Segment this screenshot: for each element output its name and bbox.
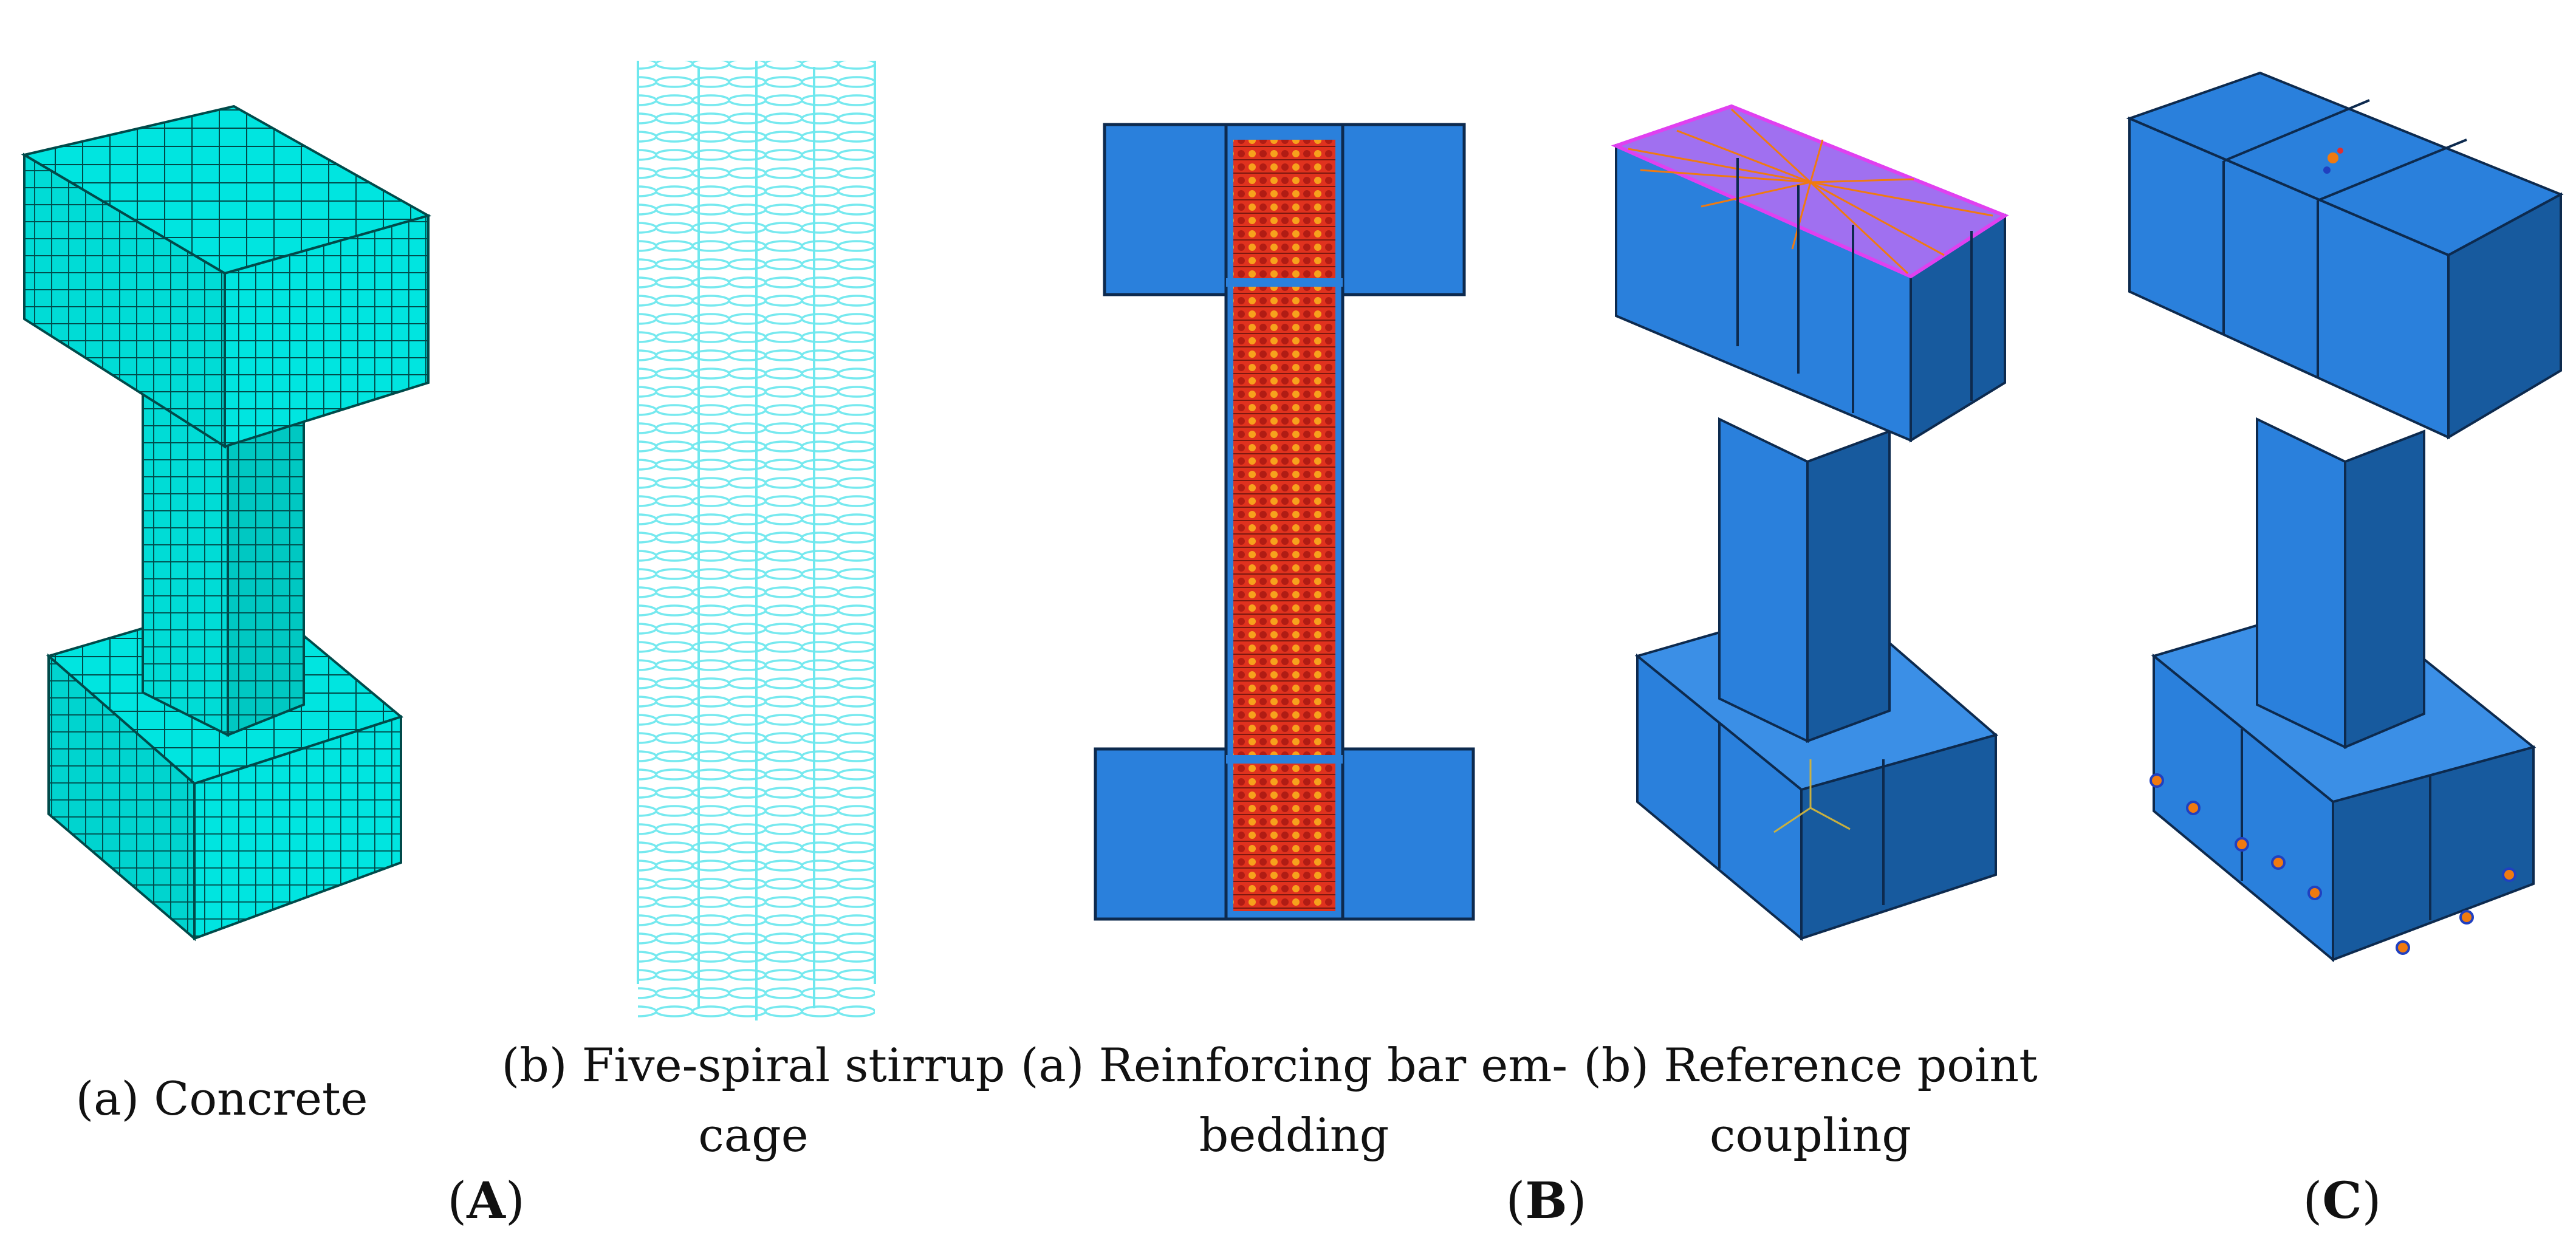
- coupling-column-front: [1718, 417, 1809, 744]
- boundary-column-front: [2256, 417, 2346, 750]
- concrete-mesh-model: [21, 104, 432, 942]
- caption-rebar-embedding-line1: (a) Reinforcing bar em-: [1021, 1038, 1567, 1092]
- boundary-condition-view: [2126, 71, 2564, 963]
- embedded-rebar-cage: [1233, 140, 1335, 911]
- coupling-top-surface: [1611, 104, 2009, 279]
- coupling-bottom-side: [1800, 733, 1997, 940]
- caption-concrete: (a) Concrete: [75, 1072, 368, 1126]
- caption-stirrup-cage-line2: cage: [698, 1108, 809, 1162]
- axis-triad-icon: [1773, 759, 1851, 833]
- caption-reference-coupling-line1: (b) Reference point: [1583, 1038, 2038, 1092]
- fixed-support-markers-icon: [2150, 773, 2516, 955]
- reference-point-marker-icon: [2323, 148, 2343, 174]
- caption-stirrup-cage-line1: (b) Five-spiral stirrup: [502, 1038, 1005, 1092]
- caption-rebar-embedding-line2: bedding: [1199, 1108, 1389, 1162]
- boundary-top-side: [2447, 192, 2562, 440]
- caption-reference-coupling-line2: coupling: [1710, 1108, 1911, 1162]
- boundary-column-side: [2344, 429, 2425, 750]
- coupling-constraint-lines: [1628, 108, 1993, 275]
- boundary-bottom-side: [2332, 745, 2535, 962]
- panel-label-b: (B): [1506, 1172, 1586, 1230]
- panel-label-a: (A): [447, 1172, 525, 1230]
- reference-point-coupling-view: [1611, 104, 2009, 942]
- five-spiral-stirrup-cage: [637, 61, 876, 1020]
- panel-label-c: (C): [2303, 1172, 2381, 1230]
- rebar-embedding-view: [1094, 123, 1475, 921]
- coupling-column-side: [1806, 429, 1891, 743]
